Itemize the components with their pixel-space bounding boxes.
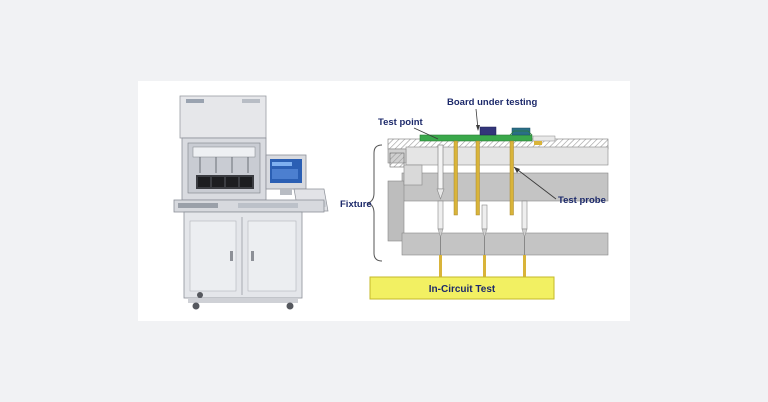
component-chip-2 [511, 127, 531, 136]
fixture-upper-layer [405, 146, 609, 166]
fixture-middle-plate [401, 172, 609, 202]
test-point-label: Test point [378, 117, 424, 128]
pcb-board [419, 134, 533, 142]
curly-brace-icon [366, 144, 383, 262]
in-circuit-test-bar [369, 276, 555, 300]
test-probe-label: Test probe [558, 195, 606, 206]
test-point-pin [437, 144, 444, 190]
in-circuit-test-label: In-Circuit Test [429, 284, 496, 295]
figure-card: In-Circuit Test Fixture Test point Board… [138, 81, 630, 321]
fixture-label: Fixture [340, 199, 372, 210]
wire-3 [523, 255, 526, 277]
test-probe-leader-line [513, 166, 557, 200]
wire-1 [439, 255, 442, 277]
board-under-testing-label: Board under testing [447, 97, 537, 108]
pcb-pad [534, 141, 542, 145]
ict-machine-photo [173, 95, 329, 310]
probe-3 [509, 140, 514, 216]
wire-2 [483, 255, 486, 277]
fixture-lower-plate [401, 232, 609, 256]
probe-1 [453, 140, 458, 216]
ict-fixture-diagram: In-Circuit Test Fixture Test point Board… [340, 97, 609, 300]
hatch-block [389, 152, 405, 168]
probe-2 [475, 140, 480, 216]
component-chip-1 [479, 126, 497, 136]
test-point-leader-line [413, 127, 439, 140]
